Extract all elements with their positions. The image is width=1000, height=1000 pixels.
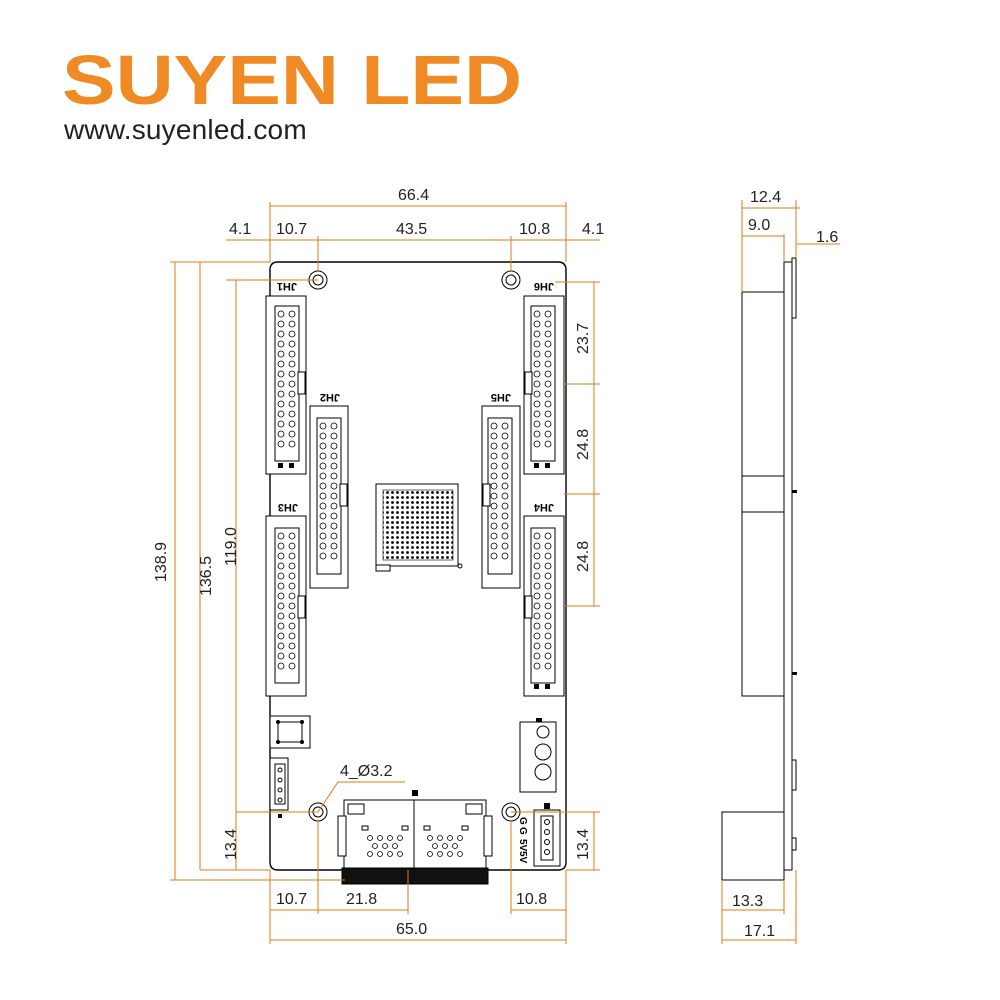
dim-jh5-jh4: 24.8: [575, 541, 592, 572]
dim-total-depth: 17.1: [744, 923, 775, 940]
dim-left-hole: 10.7: [276, 221, 307, 238]
dim-port-span: 21.8: [346, 891, 377, 908]
connector-label: JH3: [278, 501, 298, 513]
connector-label: JH4: [533, 501, 554, 513]
front-dimensions: 66.4 4.1 10.7 43.5 10.8 4.1 138.9 136.5 …: [153, 187, 604, 944]
dim-hole-span: 43.5: [396, 221, 427, 238]
dim-right-hole: 10.8: [519, 221, 550, 238]
dim-side-pcb: 1.6: [816, 229, 838, 246]
dim-bottom-left-hole: 10.7: [276, 891, 307, 908]
tact-switch: [269, 715, 311, 749]
dim-bottom-connector: 13.4: [575, 829, 592, 860]
connector-jh3: JH3: [265, 501, 307, 697]
dim-jh6-jh5: 24.8: [575, 429, 592, 460]
dim-left-edge: 4.1: [229, 221, 251, 238]
dim-jh6-span: 23.7: [575, 323, 592, 354]
hole-note: 4_Ø3.2: [340, 763, 393, 780]
ethernet-ports: [337, 790, 493, 885]
fpga-chip: [375, 483, 463, 572]
dim-overall-width: 66.4: [398, 187, 429, 204]
connector-jh1: JH1: [265, 280, 307, 475]
power-terminal: [519, 718, 557, 793]
connector-jh6: JH6: [523, 280, 565, 475]
connector-jh4: JH4: [523, 501, 565, 697]
connector-jh2: JH2: [309, 391, 349, 589]
dim-hole-height: 119.0: [223, 527, 240, 566]
power-pin-label: 5V: [517, 851, 528, 864]
brand-logo-text: SUYEN LED: [62, 46, 522, 116]
power-pin-label: G: [517, 827, 528, 835]
connector-label: JH1: [277, 280, 297, 292]
dim-bottom-right-hole: 10.8: [516, 891, 547, 908]
dim-board-height: 136.5: [198, 556, 215, 596]
power-pin-header: G G 5V 5V: [517, 803, 561, 867]
dim-board-width: 65.0: [396, 921, 427, 938]
power-pin-label: G: [517, 817, 528, 825]
dim-port-depth: 13.3: [732, 893, 763, 910]
connector-jh5: JH5: [481, 391, 521, 589]
dim-side-total: 12.4: [750, 189, 781, 206]
power-pin-label: 5V: [517, 839, 528, 852]
mounting-hole: [501, 270, 521, 290]
dim-total-height: 138.9: [153, 542, 170, 582]
pcb-front-view: JH1 JH2: [265, 261, 567, 885]
pcb-side-view: [721, 257, 797, 881]
connector-label: JH6: [534, 280, 554, 292]
connector-label: JH2: [320, 391, 340, 403]
small-header: [269, 757, 289, 818]
dim-right-edge: 4.1: [582, 221, 604, 238]
dim-side-board: 9.0: [748, 217, 770, 234]
connector-label: JH5: [491, 391, 511, 403]
brand-logo: SUYEN LED: [62, 46, 522, 116]
side-dimensions: 12.4 9.0 1.6 13.3 17.1: [721, 189, 840, 944]
dim-bottom-hole-left: 13.4: [223, 829, 240, 860]
website-url: www.suyenled.com: [64, 114, 307, 145]
